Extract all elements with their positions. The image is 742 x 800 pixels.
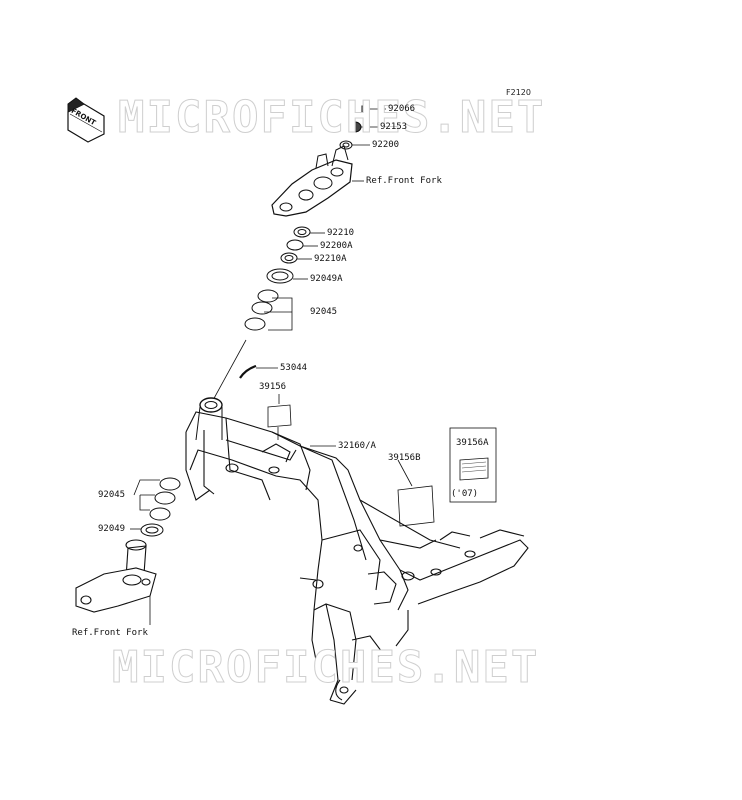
upper-triple-clamp <box>271 145 353 217</box>
part-label-92049a: 92049A <box>310 274 343 284</box>
bearing-stack <box>244 226 311 331</box>
leader-lines <box>130 108 413 625</box>
part-label-39156b: 39156B <box>388 453 421 463</box>
lower-stem-bracket <box>75 539 157 613</box>
head-pipe <box>195 397 223 441</box>
part-label-92200a: 92200A <box>320 241 353 251</box>
front-arrow-icon <box>67 97 105 143</box>
label-stickers <box>267 404 497 527</box>
lower-bearings <box>140 477 181 537</box>
main-frame <box>185 411 529 705</box>
part-label-32160a: 32160/A <box>338 441 376 451</box>
watermark-bottom: MICROFICHES.NET <box>111 642 540 693</box>
watermark-top: MICROFICHES.NET <box>117 92 546 143</box>
part-label-92066: 92066 <box>388 104 416 114</box>
part-label-92045-top: 92045 <box>310 307 338 317</box>
part-label-39156a: 39156A <box>456 438 489 448</box>
part-label-39156: 39156 <box>259 382 287 392</box>
part-label-92045-bottom: 92045 <box>98 490 126 500</box>
steering-stem-top-parts <box>339 105 368 150</box>
part-label-53044: 53044 <box>280 363 308 373</box>
part-label-92153: 92153 <box>380 122 408 132</box>
part-label-92049: 92049 <box>98 524 126 534</box>
ref-front-fork-top: Ref.Front Fork <box>366 176 442 186</box>
part-label-92210: 92210 <box>327 228 355 238</box>
ref-front-fork-bottom: Ref.Front Fork <box>72 628 148 638</box>
part-label-92200: 92200 <box>372 140 400 150</box>
model-year-note: ('07) <box>451 489 479 499</box>
part-label-92210a: 92210A <box>314 254 347 264</box>
figure-id: F2120 <box>506 88 531 97</box>
